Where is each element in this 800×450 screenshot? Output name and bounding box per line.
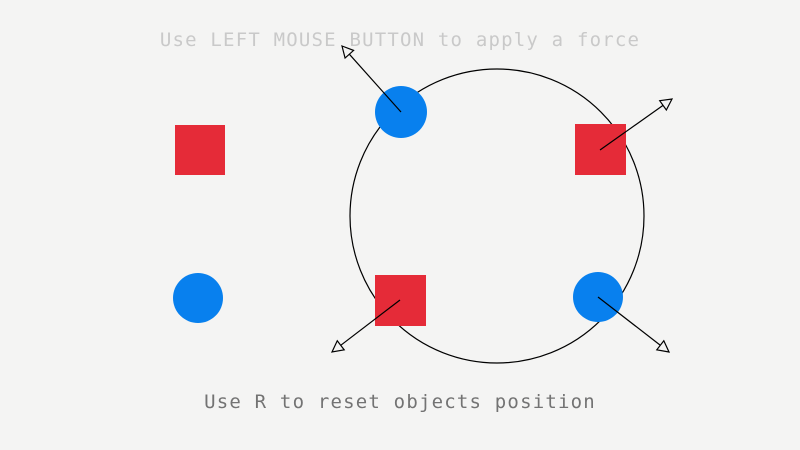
force-vector-force-circle-orbit-top xyxy=(341,45,402,113)
orbit-layer xyxy=(349,68,645,364)
force-arrowhead xyxy=(655,339,671,353)
force-vector-force-square-orbit-right xyxy=(599,98,674,151)
force-arrowhead xyxy=(658,98,674,112)
hint-left-mouse-button: Use LEFT MOUSE BUTTON to apply a force xyxy=(159,29,641,51)
force-shaft xyxy=(597,296,661,346)
body-circle-free-left[interactable] xyxy=(173,273,223,323)
body-square-orbit-bottom[interactable] xyxy=(375,275,426,326)
body-square-free-left[interactable] xyxy=(175,125,225,175)
hint-reset-key: Use R to reset objects position xyxy=(204,391,596,413)
force-vectors-layer xyxy=(330,45,674,353)
force-vector-force-circle-orbit-right xyxy=(597,296,671,353)
force-shaft xyxy=(348,53,402,113)
force-arrowhead xyxy=(341,45,355,60)
orbit-circle xyxy=(349,68,645,364)
bodies-layer[interactable] xyxy=(173,86,626,326)
force-shaft xyxy=(599,104,664,151)
force-vector-force-square-orbit-bottom xyxy=(330,299,401,353)
force-shaft xyxy=(340,299,401,346)
force-arrowhead xyxy=(330,339,346,353)
